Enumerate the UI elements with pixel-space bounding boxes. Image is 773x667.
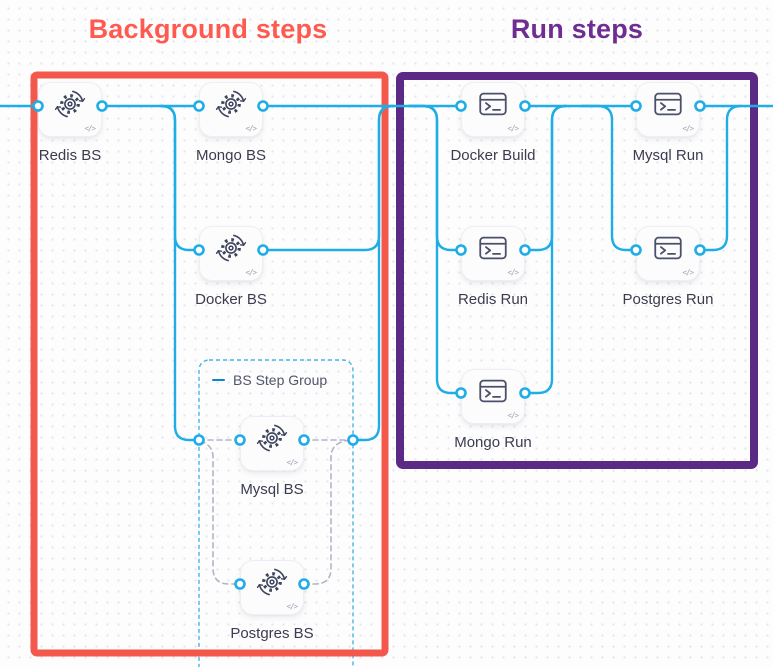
terminal-icon [651,231,685,265]
code-icon: </> [507,124,519,133]
step-card[interactable]: </> [461,82,525,137]
step-card[interactable]: </> [38,82,102,137]
step-node-docker-build[interactable]: </> Docker Build [450,82,536,164]
step-node-mysql-bs[interactable]: </> Mysql BS [240,416,304,498]
code-icon: </> [286,458,298,467]
connector-line [351,104,395,442]
step-label: Redis BS [38,147,102,164]
connector-port[interactable] [298,434,310,446]
step-card[interactable]: </> [240,560,304,615]
sync-gear-icon [214,87,248,121]
connector-port[interactable] [32,100,44,112]
step-label: Docker BS [195,291,267,308]
step-node-mongo-bs[interactable]: </> Mongo BS [196,82,266,164]
step-label: Mysql BS [240,481,304,498]
code-icon: </> [507,268,519,277]
sync-gear-icon [214,231,248,265]
step-card[interactable]: </> [461,369,525,424]
connector-port[interactable] [193,100,205,112]
terminal-icon [651,87,685,121]
step-card[interactable]: </> [461,226,525,281]
connector-port[interactable] [234,434,246,446]
step-card[interactable]: </> [636,82,700,137]
connector-port[interactable] [630,244,642,256]
connector-port[interactable] [519,100,531,112]
connector-port[interactable] [694,100,706,112]
step-node-mysql-run[interactable]: </> Mysql Run [633,82,703,164]
code-icon: </> [682,268,694,277]
step-card[interactable]: </> [240,416,304,471]
code-icon: </> [286,602,298,611]
step-label: Mysql Run [632,147,704,164]
connector-line [580,104,638,252]
step-node-postgres-run[interactable]: </> Postgres Run [623,226,713,308]
run-steps-title: Run steps [510,14,644,44]
code-icon: </> [84,124,96,133]
connector-port[interactable] [193,434,205,446]
step-card[interactable]: </> [199,82,263,137]
step-node-docker-bs[interactable]: </> Docker BS [195,226,267,308]
step-node-redis-bs[interactable]: </> Redis BS [38,82,102,164]
step-label: Postgres BS [230,625,314,642]
step-label: Mongo Run [454,434,532,451]
connector-port[interactable] [96,100,108,112]
code-icon: </> [245,268,257,277]
connector-port[interactable] [455,100,467,112]
connector-port[interactable] [630,100,642,112]
step-group-label: BS Step Group [233,372,328,388]
background-steps-title: Background steps [88,14,328,44]
connector-port[interactable] [519,387,531,399]
code-icon: </> [245,124,257,133]
step-group-outline [198,359,354,667]
connector-port[interactable] [694,244,706,256]
step-label: Redis Run [457,291,529,308]
code-icon: </> [507,411,519,420]
connector-line [698,104,743,252]
connector-port[interactable] [257,100,269,112]
step-label: Postgres Run [622,291,714,308]
connector-port[interactable] [347,434,359,446]
step-card[interactable]: </> [636,226,700,281]
step-label: Mongo BS [195,147,267,164]
step-group-header: BS Step Group [212,372,327,388]
terminal-icon [476,87,510,121]
connector-port[interactable] [193,244,205,256]
connector-port[interactable] [234,578,246,590]
step-node-redis-run[interactable]: </> Redis Run [458,226,528,308]
connector-port[interactable] [455,244,467,256]
run-steps-box [396,72,758,469]
connector-port[interactable] [455,387,467,399]
terminal-icon [476,231,510,265]
step-label: Docker Build [450,147,536,164]
connector-port[interactable] [519,244,531,256]
sync-gear-icon [255,565,289,599]
connector-line [523,104,568,252]
step-node-postgres-bs[interactable]: </> Postgres BS [230,560,314,642]
step-card[interactable]: </> [199,226,263,281]
dashed-connector [199,440,241,585]
connector-port[interactable] [257,244,269,256]
connector-port[interactable] [298,578,310,590]
connector-line [407,104,463,252]
dashed-connector [303,439,353,585]
code-icon: </> [682,124,694,133]
step-node-mongo-run[interactable]: </> Mongo Run [454,369,532,451]
connector-line [261,104,395,252]
connector-line [159,104,201,252]
sync-gear-icon [255,421,289,455]
collapse-minus-icon[interactable] [212,378,225,382]
terminal-icon [476,374,510,408]
sync-gear-icon [53,87,87,121]
